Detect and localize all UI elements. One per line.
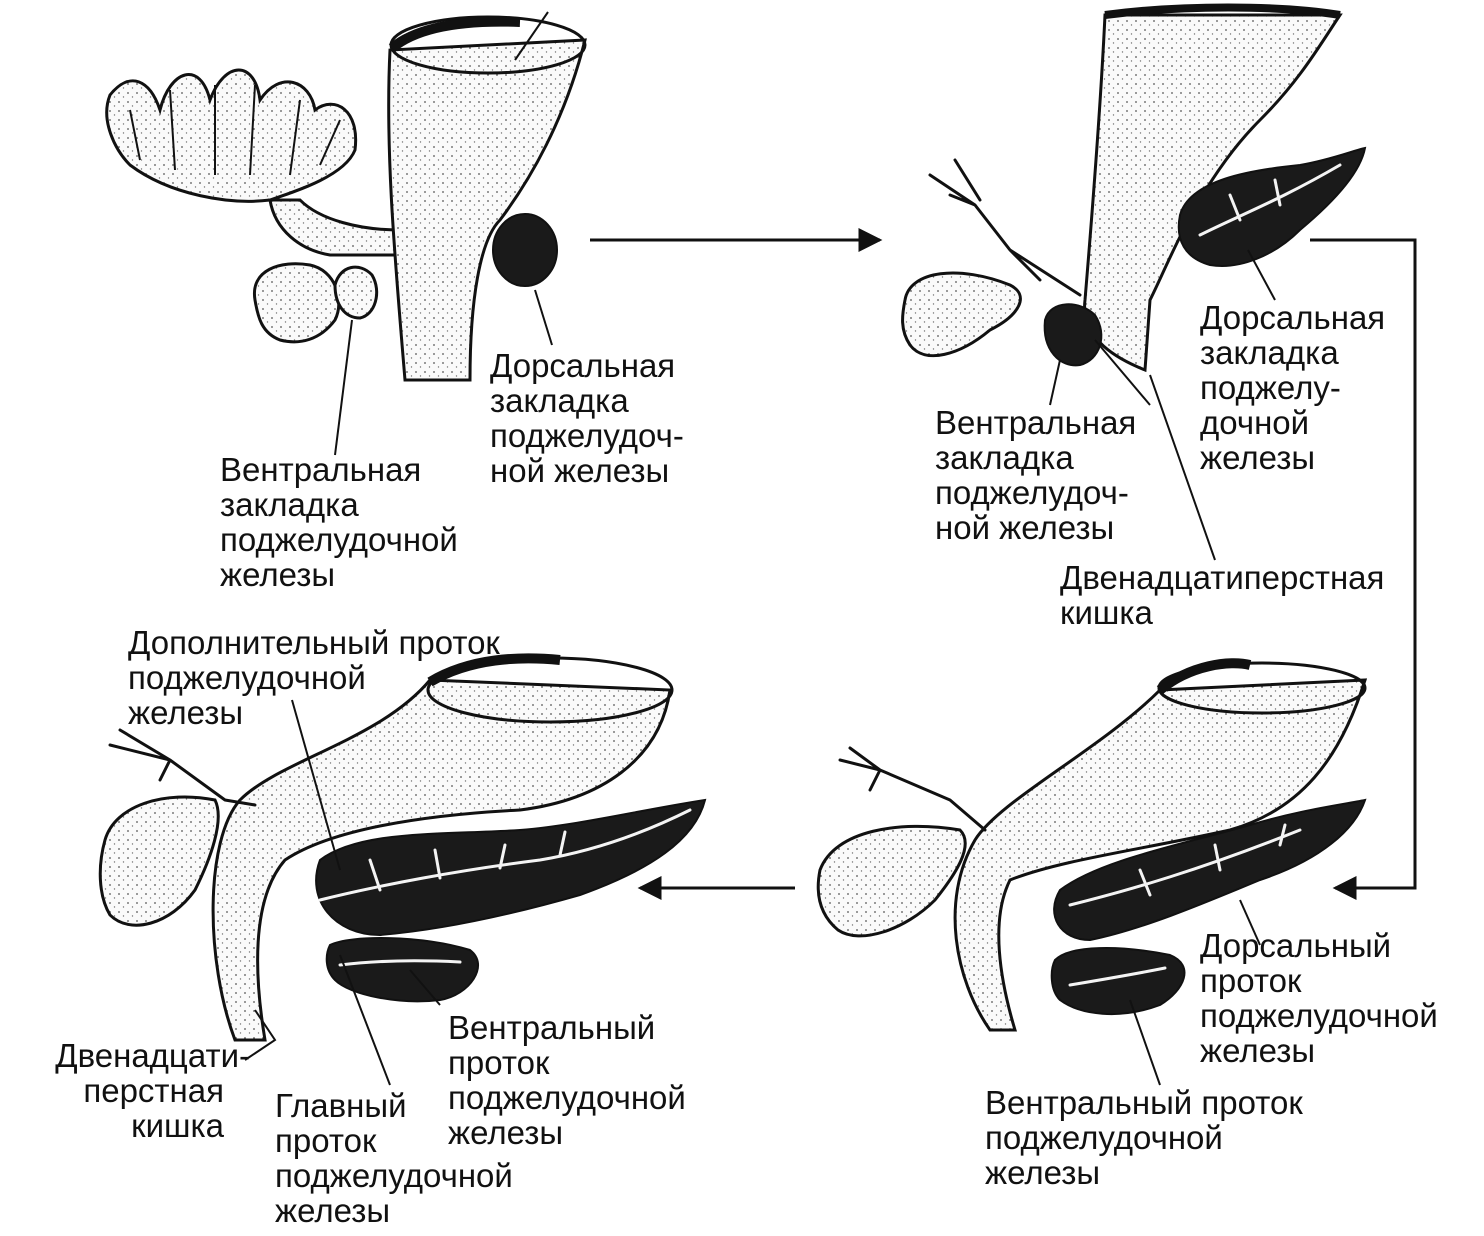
label-dorsal-duct-stage-3: Дорсальный проток поджелудочной железы <box>1200 928 1438 1068</box>
ventral-pancreas-4 <box>327 938 478 1001</box>
gallbladder-3 <box>818 826 965 935</box>
gallbladder-4 <box>100 797 218 925</box>
label-line: Дорсальная <box>490 348 684 383</box>
label-line: поджелу- <box>1200 370 1385 405</box>
label-accessory-duct-stage-4: Дополнительный проток поджелудочной желе… <box>128 625 500 730</box>
label-line: проток <box>275 1123 513 1158</box>
label-line: проток <box>448 1045 686 1080</box>
label-line: закладка <box>490 383 684 418</box>
label-line: поджелудоч- <box>935 475 1136 510</box>
label-line: Вентральный <box>448 1010 686 1045</box>
label-ventral-bud-stage-1: Вентральная закладка поджелудочной желез… <box>220 452 458 592</box>
label-line: проток <box>1200 963 1438 998</box>
label-line: поджелудочной <box>128 660 500 695</box>
label-line: Дорсальная <box>1200 300 1385 335</box>
label-line: Главный <box>275 1088 513 1123</box>
label-line: ной железы <box>490 453 684 488</box>
label-line: кишка <box>18 1108 250 1143</box>
gallbladder-2 <box>903 273 1021 356</box>
label-line: Дорсальный <box>1200 928 1438 963</box>
label-line: Двенадцати- <box>18 1038 250 1073</box>
liver-bud <box>107 70 356 201</box>
label-ventral-bud-stage-2: Вентральная закладка поджелудоч- ной жел… <box>935 405 1136 545</box>
label-main-duct-stage-4: Главный проток поджелудочной железы <box>275 1088 513 1228</box>
label-line: поджелудоч- <box>490 418 684 453</box>
label-line: железы <box>985 1155 1303 1190</box>
label-line: перстная <box>18 1073 250 1108</box>
label-line: поджелудочной <box>985 1120 1303 1155</box>
ventral-bud-2 <box>1045 304 1102 365</box>
label-line: железы <box>220 557 458 592</box>
gallbladder-bud <box>254 264 338 342</box>
label-line: поджелудочной <box>220 522 458 557</box>
label-dorsal-bud-stage-2: Дорсальная закладка поджелу- дочной желе… <box>1200 300 1385 475</box>
label-line: поджелудочной <box>275 1158 513 1193</box>
label-line: закладка <box>1200 335 1385 370</box>
ventral-pancreas-3 <box>1052 948 1185 1014</box>
label-dorsal-bud-stage-1: Дорсальная закладка поджелудоч- ной желе… <box>490 348 684 488</box>
label-line: кишка <box>1060 595 1384 630</box>
label-line: Вентральная <box>935 405 1136 440</box>
label-line: закладка <box>935 440 1136 475</box>
ventral-bud-1 <box>335 267 377 318</box>
label-line: железы <box>1200 440 1385 475</box>
label-line: железы <box>275 1193 513 1228</box>
label-duodenum-stage-4: Двенадцати- перстная кишка <box>18 1038 250 1143</box>
label-line: железы <box>128 695 500 730</box>
label-ventral-duct-stage-3: Вентральный проток поджелудочной железы <box>985 1085 1303 1190</box>
label-line: Дополнительный проток <box>128 625 500 660</box>
label-line: закладка <box>220 487 458 522</box>
label-line: дочной <box>1200 405 1385 440</box>
label-line: Вентральная <box>220 452 458 487</box>
label-line: Вентральный проток <box>985 1085 1303 1120</box>
label-line: ной железы <box>935 510 1136 545</box>
label-line: поджелудочной <box>1200 998 1438 1033</box>
label-duodenum-stage-2: Двенадцатиперстная кишка <box>1060 560 1384 630</box>
gut-tube-1 <box>389 40 585 380</box>
dorsal-bud-1 <box>493 214 557 286</box>
label-line: Двенадцатиперстная <box>1060 560 1384 595</box>
label-line: железы <box>1200 1033 1438 1068</box>
